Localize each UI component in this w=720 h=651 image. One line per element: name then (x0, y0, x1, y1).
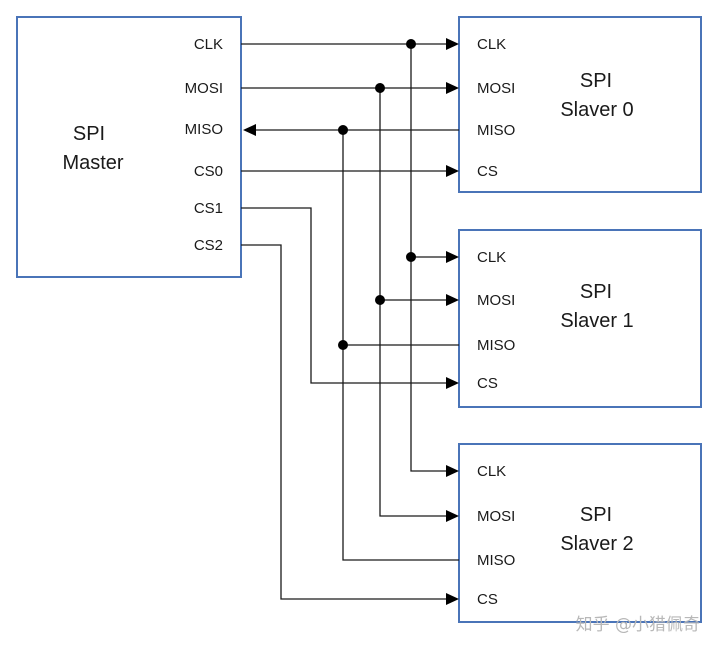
slave0-pin-miso: MISO (477, 122, 515, 139)
slave1-title-line2: Slaver 1 (560, 310, 633, 332)
junction-mosi-slave1 (375, 295, 385, 305)
spi-master-box (16, 16, 242, 278)
arrow-cs2-slave2 (446, 593, 459, 605)
slave1-pin-mosi: MOSI (477, 292, 515, 309)
slave2-title-line2: Slaver 2 (560, 533, 633, 555)
junction-dots (338, 39, 416, 350)
arrow-cs0-slave0 (446, 165, 459, 177)
master-pin-miso: MISO (185, 121, 223, 138)
arrow-clk-slave2 (446, 465, 459, 477)
slave0-pin-cs: CS (477, 163, 498, 180)
mosi-bus (241, 87, 447, 517)
cs1-line (241, 207, 447, 384)
slave2-pin-mosi: MOSI (477, 508, 515, 525)
master-title-line1: SPI (73, 123, 105, 145)
clk-bus (241, 43, 447, 472)
master-pin-clk: CLK (194, 36, 223, 53)
master-pin-cs0: CS0 (194, 163, 223, 180)
slave2-title-line1: SPI (580, 504, 612, 526)
arrow-cs1-slave1 (446, 377, 459, 389)
master-pin-mosi: MOSI (185, 80, 223, 97)
spi-slave-1-box (458, 229, 702, 408)
slave1-title-line1: SPI (580, 281, 612, 303)
arrow-mosi-slave1 (446, 294, 459, 306)
arrow-clk-slave0 (446, 38, 459, 50)
spi-slave-2-box (458, 443, 702, 623)
master-pin-cs2: CS2 (194, 237, 223, 254)
slave0-title-line1: SPI (580, 70, 612, 92)
slave0-pin-clk: CLK (477, 36, 506, 53)
master-pin-cs1: CS1 (194, 200, 223, 217)
slave2-pin-cs: CS (477, 591, 498, 608)
miso-bus (256, 129, 459, 561)
arrow-mosi-slave2 (446, 510, 459, 522)
arrow-mosi-slave0 (446, 82, 459, 94)
slave1-pin-miso: MISO (477, 337, 515, 354)
arrow-miso-master (243, 124, 256, 136)
slave0-pin-mosi: MOSI (477, 80, 515, 97)
master-title-line2: Master (62, 152, 123, 174)
slave2-pin-clk: CLK (477, 463, 506, 480)
junction-miso-top (338, 125, 348, 135)
slave1-pin-clk: CLK (477, 249, 506, 266)
cs2-line (241, 244, 447, 600)
spi-slave-0-box (458, 16, 702, 193)
junction-clk-top (406, 39, 416, 49)
junction-clk-slave1 (406, 252, 416, 262)
slave1-pin-cs: CS (477, 375, 498, 392)
slave0-title-line2: Slaver 0 (560, 99, 633, 121)
slave2-pin-miso: MISO (477, 552, 515, 569)
junction-mosi-top (375, 83, 385, 93)
arrow-clk-slave1 (446, 251, 459, 263)
arrowheads (243, 38, 459, 605)
junction-miso-slave1 (338, 340, 348, 350)
watermark-text: 知乎 @小猎佩奇 (576, 615, 700, 635)
